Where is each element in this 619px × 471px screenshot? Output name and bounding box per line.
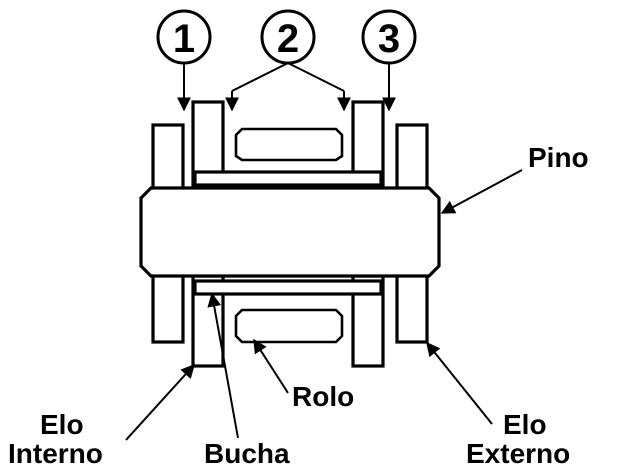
callout-2: 2 bbox=[225, 9, 351, 112]
label-rolo-leader bbox=[253, 338, 289, 394]
label-elo-externo-line2: Externo bbox=[466, 438, 570, 469]
label-rolo-text: Rolo bbox=[292, 381, 354, 412]
label-bucha: Bucha bbox=[204, 292, 290, 469]
label-rolo: Rolo bbox=[253, 338, 354, 412]
outer-link-plate-right-bottom bbox=[395, 270, 429, 344]
label-elo-interno-leader bbox=[125, 363, 195, 441]
roller-bottom bbox=[234, 308, 344, 344]
outer-link-plates bbox=[151, 123, 429, 344]
label-pino: Pino bbox=[440, 142, 589, 214]
label-pino-leader bbox=[440, 169, 523, 214]
label-elo-interno-line2: Interno bbox=[8, 438, 103, 469]
callout-2-arrow-right bbox=[287, 62, 345, 92]
label-elo-externo: Elo Externo bbox=[426, 341, 570, 469]
bushing-top bbox=[193, 170, 383, 187]
roller bbox=[234, 127, 344, 344]
callout-1-number: 1 bbox=[173, 17, 195, 61]
label-bucha-text: Bucha bbox=[204, 438, 290, 469]
callout-2-arrow-left bbox=[231, 62, 289, 92]
label-elo-externo-line1: Elo bbox=[503, 409, 547, 440]
pin bbox=[139, 186, 441, 278]
label-bucha-leader bbox=[207, 292, 239, 439]
bushing-bottom bbox=[193, 279, 383, 296]
bushing bbox=[193, 170, 383, 296]
callout-2-number: 2 bbox=[277, 17, 299, 61]
label-elo-externo-leader bbox=[426, 341, 493, 425]
callout-3: 3 bbox=[361, 9, 417, 112]
label-elo-interno-line1: Elo bbox=[40, 409, 84, 440]
callout-1: 1 bbox=[156, 9, 212, 112]
callout-3-number: 3 bbox=[378, 17, 400, 61]
outer-link-plate-right-top bbox=[395, 123, 429, 194]
roller-top bbox=[234, 127, 344, 162]
outer-link-plate-left-top bbox=[151, 123, 185, 194]
outer-link-plate-left-bottom bbox=[151, 270, 185, 344]
label-elo-interno: Elo Interno bbox=[8, 363, 195, 469]
label-pino-text: Pino bbox=[528, 142, 589, 173]
